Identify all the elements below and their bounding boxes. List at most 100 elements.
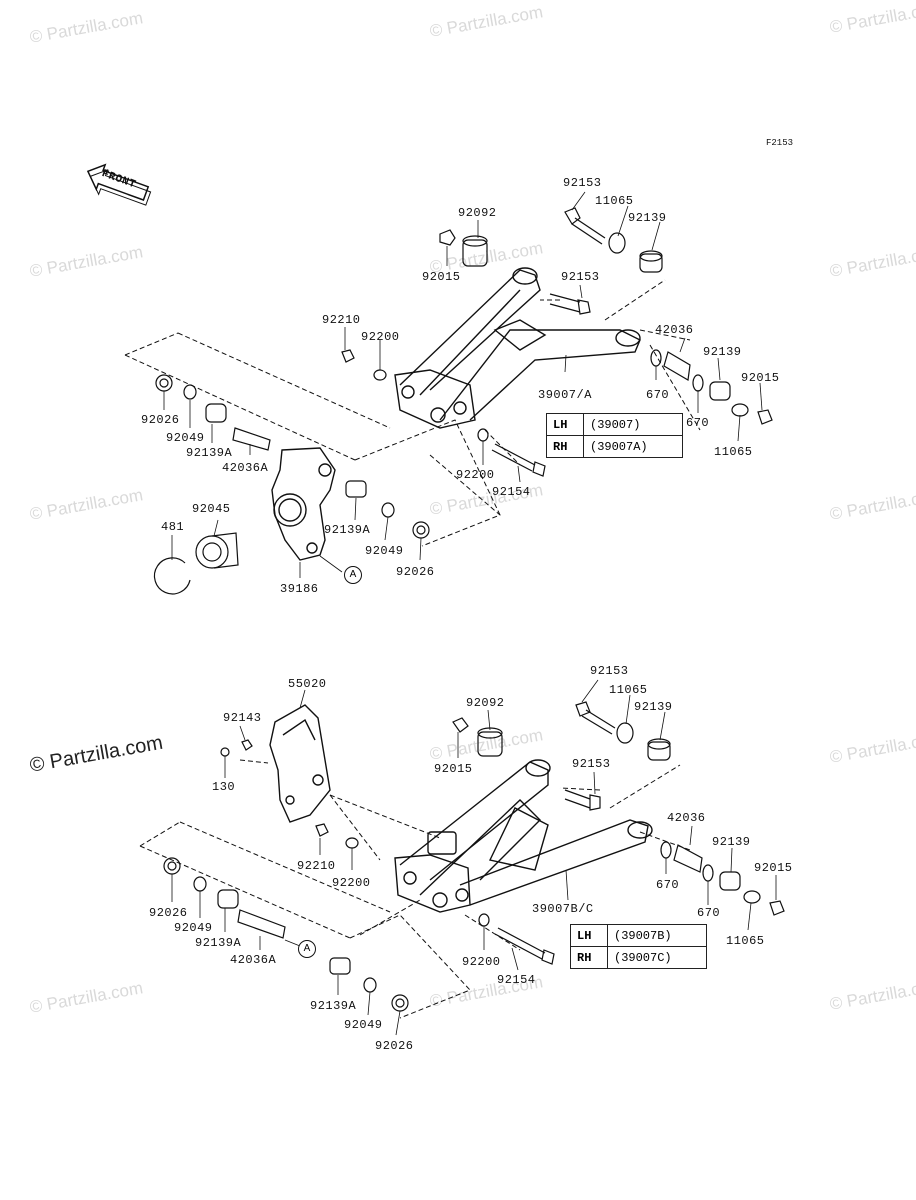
part-label: 92139 <box>634 700 673 714</box>
knuckle-39186 <box>271 447 336 561</box>
part-label: 92139 <box>628 211 667 225</box>
part-label: 92015 <box>434 762 473 776</box>
part-label: 39007/A <box>538 388 592 402</box>
bushing-92139A <box>205 403 227 423</box>
part-label: 670 <box>646 388 670 402</box>
part-label: 42036A <box>222 461 269 475</box>
part-label: 11065 <box>609 683 648 697</box>
part-label: 92139A <box>324 523 371 537</box>
part-label: 55020 <box>288 677 327 691</box>
table-cell: LH <box>546 413 584 436</box>
table-cell: (39007A) <box>583 435 683 458</box>
washer-92200 <box>373 369 387 381</box>
part-label: 92153 <box>572 757 611 771</box>
bushing-92139A-lower-b <box>329 957 351 975</box>
part-label: 92015 <box>741 371 780 385</box>
part-label: 92210 <box>322 313 361 327</box>
part-label: 11065 <box>714 445 753 459</box>
bushing-92139-lower-b <box>719 871 741 891</box>
part-label: 92139 <box>712 835 751 849</box>
part-label: 92049 <box>344 1018 383 1032</box>
part-label: 92092 <box>466 696 505 710</box>
guard-55020 <box>269 704 331 823</box>
bolt-92154-lower <box>494 927 555 965</box>
part-label: 11065 <box>595 194 634 208</box>
part-label: 92153 <box>563 176 602 190</box>
bolt-92153 <box>564 207 606 245</box>
part-label: 42036 <box>667 811 706 825</box>
seal-92026 <box>155 374 173 392</box>
front-arrow-icon <box>86 163 152 206</box>
part-label: 92049 <box>166 431 205 445</box>
part-label: 481 <box>161 520 185 534</box>
ring-670-b <box>692 374 704 392</box>
nut-92015-lower <box>452 717 469 733</box>
ring-670-lower-b <box>702 864 714 882</box>
part-label: 92143 <box>223 711 262 725</box>
table-cell: (39007B) <box>607 924 707 947</box>
washer-92200-lower-b <box>478 913 490 927</box>
part-label: 92154 <box>492 485 531 499</box>
part-label: 670 <box>656 878 680 892</box>
washer-92200-b <box>477 428 489 442</box>
table-row: LH (39007B) <box>570 924 707 947</box>
sleeve-42036A-lower <box>237 909 286 939</box>
seal-92026-b <box>412 521 430 539</box>
marker-a: A <box>298 940 316 958</box>
part-label: 92026 <box>141 413 180 427</box>
washer-11065 <box>608 232 626 254</box>
part-label: 92026 <box>149 906 188 920</box>
ring-92049 <box>183 384 197 400</box>
table-cell: RH <box>570 946 608 969</box>
part-label: 130 <box>212 780 236 794</box>
bushing-92092-lower <box>477 727 503 757</box>
bolt-92143 <box>241 739 253 751</box>
part-label: 42036A <box>230 953 277 967</box>
part-label: 42036 <box>655 323 694 337</box>
seal-92026-lower-b <box>391 994 409 1012</box>
washer-92200-lower <box>345 837 359 849</box>
part-label: 92139A <box>195 936 242 950</box>
bushing-92139-b <box>709 381 731 401</box>
part-label: 92153 <box>561 270 600 284</box>
part-label: 39186 <box>280 582 319 596</box>
sleeve-42036A <box>232 427 271 451</box>
part-label: 92200 <box>462 955 501 969</box>
nut-92015 <box>439 229 456 246</box>
swing-arm-upper <box>394 267 641 429</box>
bolt-92153-lower <box>575 701 616 735</box>
part-label: 92092 <box>458 206 497 220</box>
swing-arm-lower <box>394 759 653 913</box>
sleeve-42036 <box>663 351 691 381</box>
part-label: 92200 <box>332 876 371 890</box>
part-label: 92210 <box>297 859 336 873</box>
part-label: 92154 <box>497 973 536 987</box>
bushing-92139A-b <box>345 480 367 498</box>
table-row: RH (39007A) <box>546 435 683 458</box>
part-label: 92139A <box>310 999 357 1013</box>
part-label: 92049 <box>365 544 404 558</box>
washer-11065-lower <box>616 722 634 744</box>
part-label: 670 <box>697 906 721 920</box>
ring-92049-lower-b <box>363 977 377 993</box>
ring-670 <box>650 349 662 367</box>
variant-table-lower: LH (39007B) RH (39007C) <box>570 924 707 969</box>
nut-92015-b <box>757 409 773 425</box>
washer-130 <box>220 747 230 757</box>
marker-a: A <box>344 566 362 584</box>
part-label: 670 <box>686 416 710 430</box>
bolt-92154 <box>491 443 546 477</box>
part-label: 92045 <box>192 502 231 516</box>
table-cell: (39007) <box>583 413 683 436</box>
bushing-92139A-lower <box>217 889 239 909</box>
part-label: 39007B/C <box>532 902 594 916</box>
bearing-92045 <box>195 532 239 569</box>
washer-11065-b <box>731 403 749 417</box>
part-label: 92139A <box>186 446 233 460</box>
table-row: LH (39007) <box>546 413 683 436</box>
part-label: 92015 <box>754 861 793 875</box>
part-label: 92200 <box>361 330 400 344</box>
part-label: 92026 <box>396 565 435 579</box>
washer-11065-lower-b <box>743 890 761 904</box>
